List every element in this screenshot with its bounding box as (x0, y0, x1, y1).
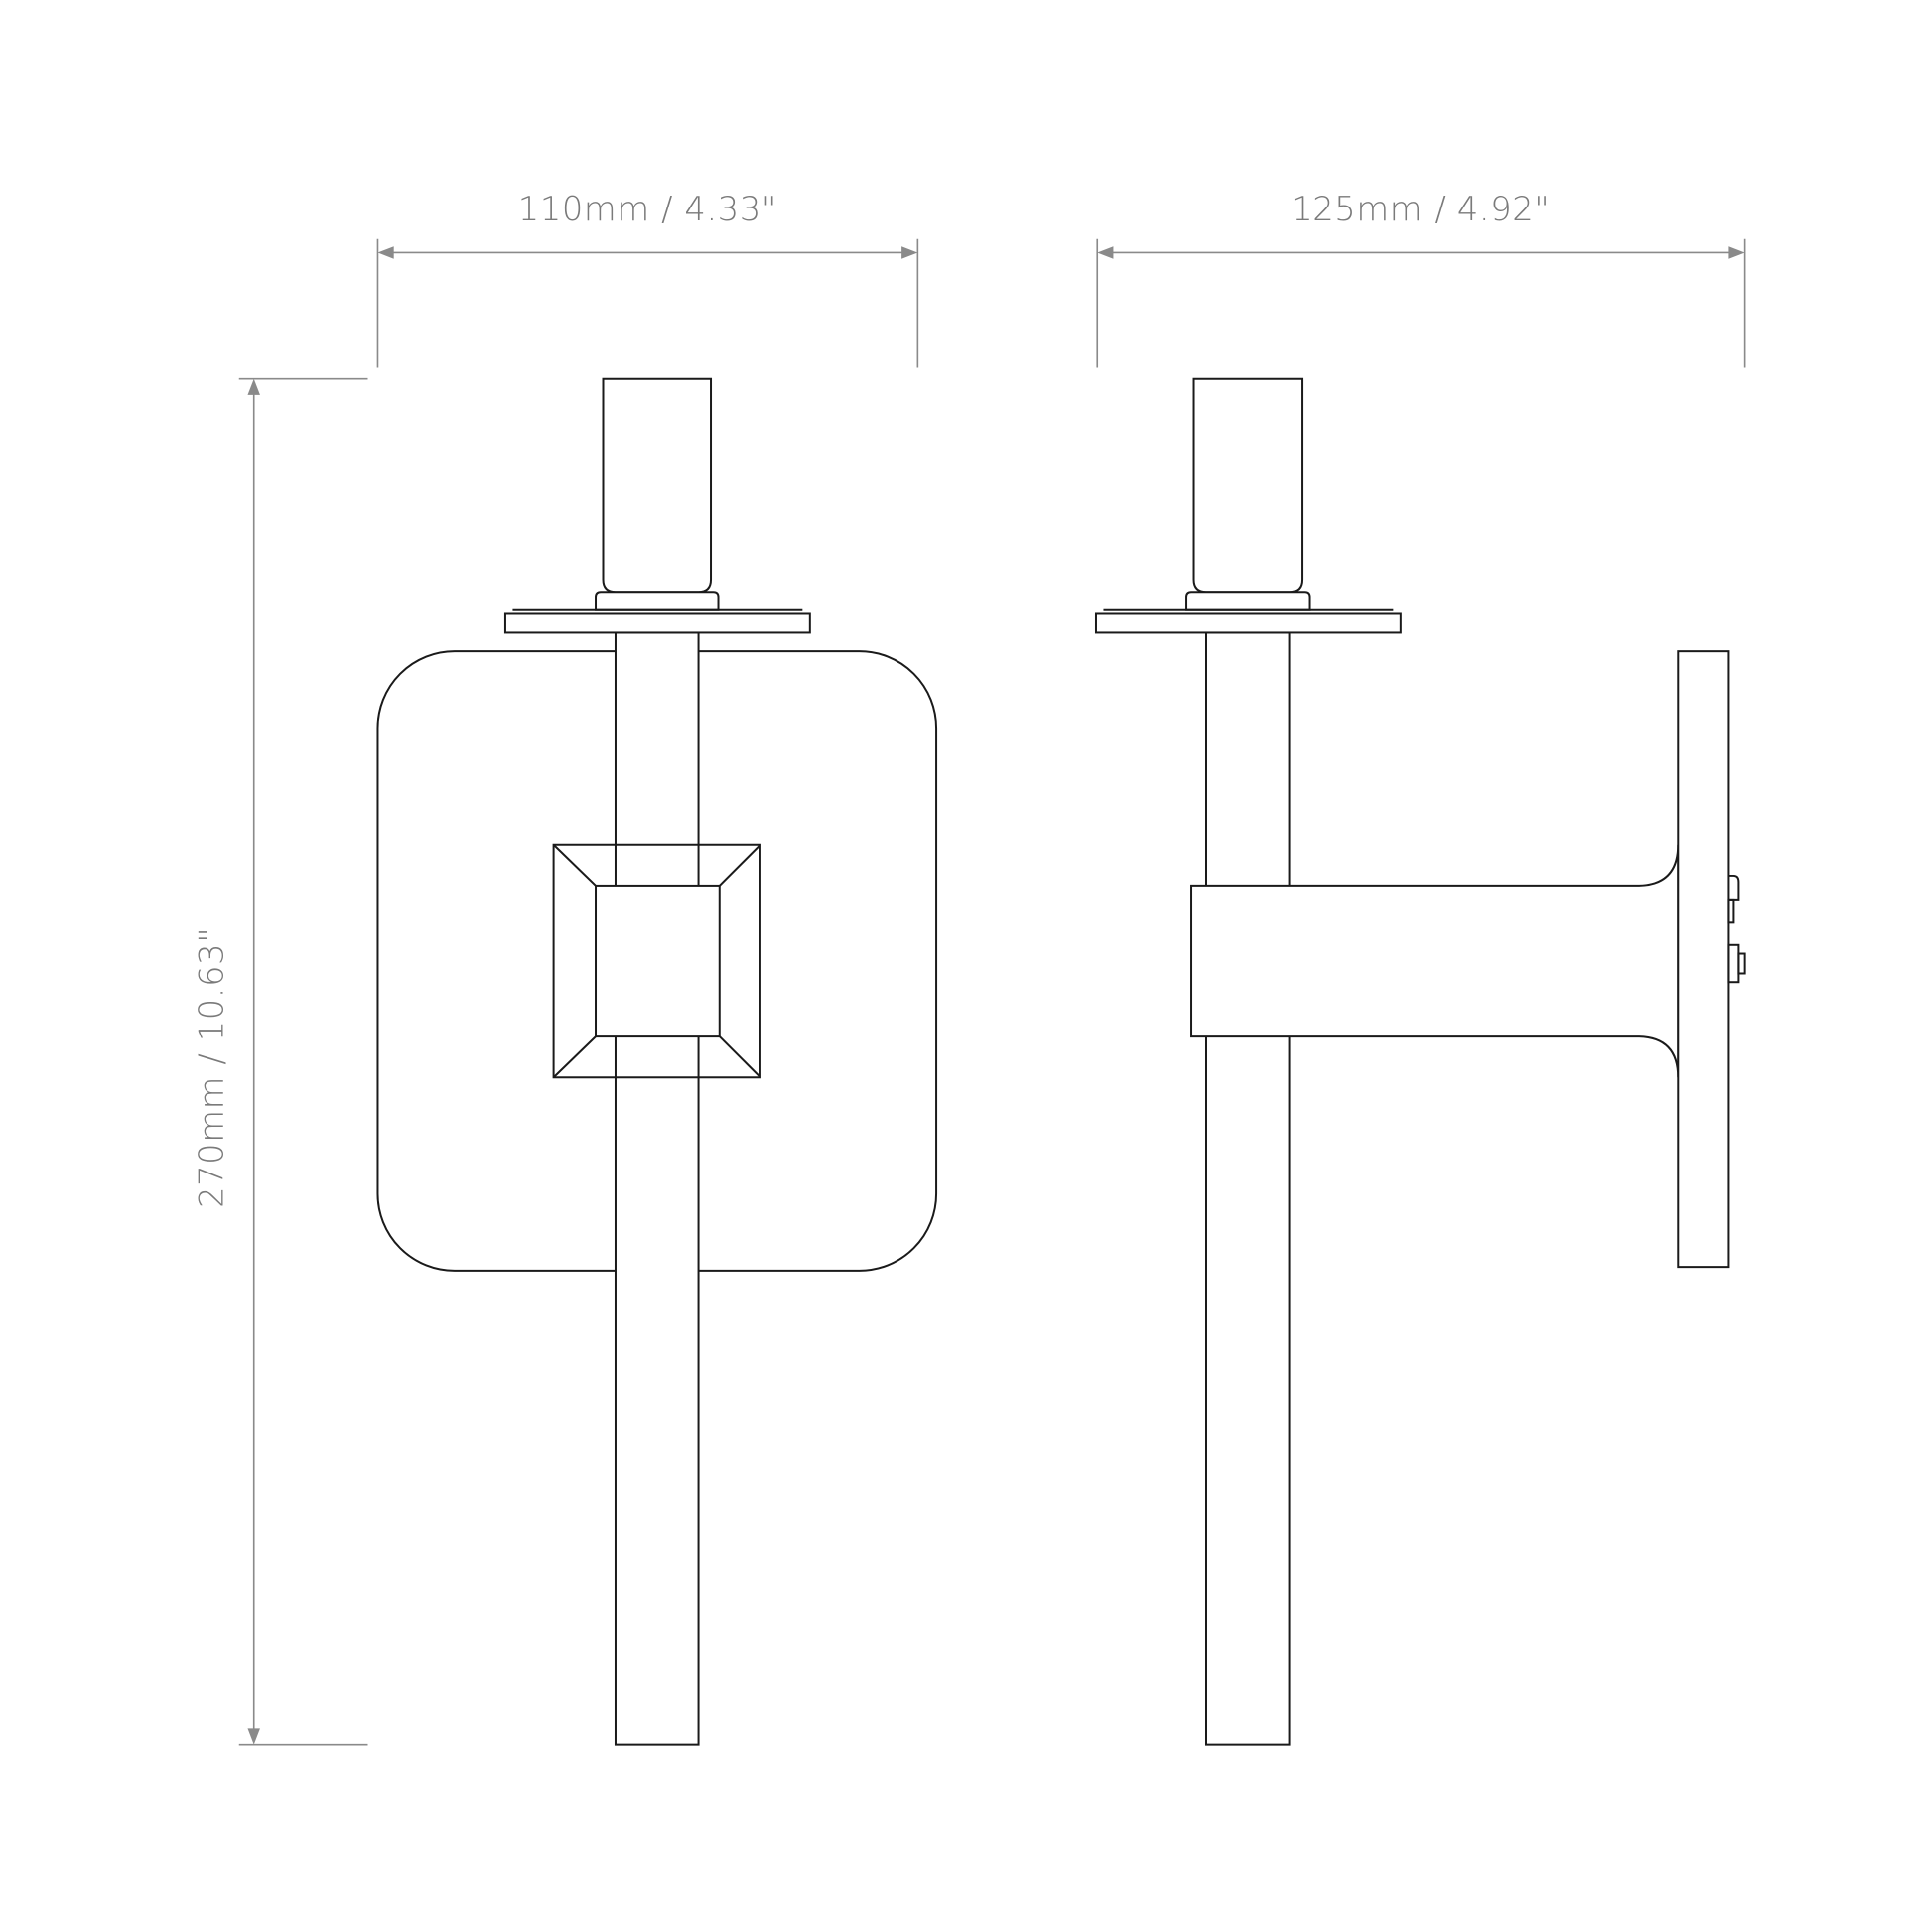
rod (1205, 631, 1291, 1746)
dimension-front-width: 110mm / 4.33" (376, 190, 919, 368)
dimension-height: 270mm / 10.63" (193, 377, 368, 1746)
centre-block (552, 843, 761, 1079)
front-width-label: 110mm / 4.33" (518, 190, 777, 228)
fixing-screw (1727, 874, 1746, 984)
rod (614, 631, 700, 1746)
height-label: 270mm / 10.63" (193, 927, 231, 1208)
dimension-side-depth: 125mm / 4.92" (1096, 190, 1746, 368)
wall-plate (1677, 650, 1730, 1269)
side-depth-label: 125mm / 4.92" (1291, 190, 1550, 228)
bobeche (1094, 612, 1402, 634)
candle-cup (1185, 591, 1311, 611)
candle-sleeve (602, 377, 713, 594)
front-view (376, 377, 938, 1746)
candle-sleeve (1192, 377, 1304, 594)
bobeche (503, 612, 811, 634)
candle-cup (595, 591, 720, 611)
side-view (1094, 377, 1746, 1746)
